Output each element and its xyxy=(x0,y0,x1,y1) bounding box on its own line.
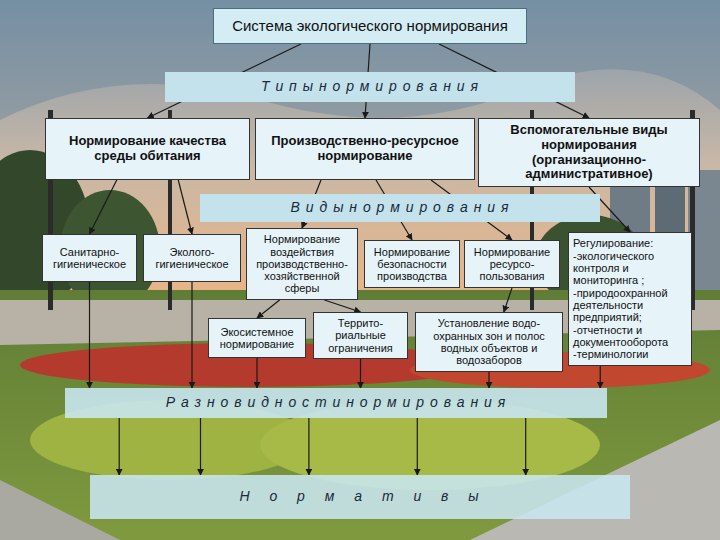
connector-arrow xyxy=(360,359,361,388)
node-text: Эколого-гигиеническое xyxy=(148,246,236,271)
connector-arrow xyxy=(200,418,201,475)
type-box: Производственно-ресурсное нормирование xyxy=(255,118,475,180)
category-band: Р а з н о в и д н о с т и н о р м и р о … xyxy=(65,388,607,418)
connector-arrow xyxy=(525,418,526,475)
connector-arrow xyxy=(417,418,418,475)
node-text: Производственно-ресурсное нормирование xyxy=(260,134,470,163)
connector-arrow xyxy=(308,418,309,475)
header-box: Система экологического нормирования xyxy=(213,8,527,44)
connector-arrow xyxy=(256,358,257,388)
node-text: Система экологического нормирования xyxy=(232,18,508,35)
node-text: Нормирование качества среды обитания xyxy=(50,134,245,163)
kind-box: Эколого-гигиеническое xyxy=(143,234,241,282)
connector-arrow xyxy=(504,288,512,312)
cloud xyxy=(0,0,720,120)
kind-box: Террито-риальные ограничения xyxy=(313,312,408,359)
connector-arrow xyxy=(178,180,192,234)
category-band: Т и п ы н о р м и р о в а н и я xyxy=(165,72,575,102)
node-text: Установление водо-охранных зон и полос в… xyxy=(420,317,558,366)
connector-arrow xyxy=(600,366,601,388)
node-text: В и д ы н о р м и р о в а н и я xyxy=(291,200,510,216)
kind-box: Нормирование воздействия производственно… xyxy=(246,228,358,300)
kind-box: Санитарно-гигиеническое xyxy=(42,234,137,282)
kind-box: Установление водо-охранных зон и полос в… xyxy=(415,312,563,372)
node-text: Нормирование безопасности производства xyxy=(369,246,455,283)
category-band: В и д ы н о р м и р о в а н и я xyxy=(200,194,600,222)
node-text: Регулирование: -экологического контроля … xyxy=(573,237,687,360)
node-text: Н о р м а т и в ы xyxy=(239,489,480,505)
node-text: Террито-риальные ограничения xyxy=(318,317,403,354)
node-text: Р а з н о в и д н о с т и н о р м и р о … xyxy=(166,395,507,411)
kind-box: Экосистемное нормирование xyxy=(208,318,306,358)
connector-arrow xyxy=(257,300,280,318)
connector-arrow xyxy=(324,300,360,312)
kind-box: Нормирование безопасности производства xyxy=(364,240,460,288)
connector-arrow xyxy=(488,372,489,388)
connector-arrow xyxy=(191,282,192,388)
kind-box: Нормирование ресурсо-пользования xyxy=(464,240,560,288)
node-text: Нормирование воздействия производственно… xyxy=(251,233,353,295)
node-text: Санитарно-гигиеническое xyxy=(47,246,132,271)
category-band: Н о р м а т и в ы xyxy=(90,475,630,519)
connector-arrow xyxy=(119,418,120,475)
type-box: Вспомогательные виды нормирования (орган… xyxy=(478,118,700,187)
node-text: Вспомогательные виды нормирования (орган… xyxy=(483,123,695,181)
node-text: Нормирование ресурсо-пользования xyxy=(469,246,555,283)
node-text: Т и п ы н о р м и р о в а н и я xyxy=(261,79,479,95)
node-text: Экосистемное нормирование xyxy=(213,326,301,351)
list-box: Регулирование: -экологического контроля … xyxy=(568,232,692,366)
connector-arrow xyxy=(90,180,117,234)
connector-arrow xyxy=(89,282,90,388)
type-box: Нормирование качества среды обитания xyxy=(45,118,250,180)
